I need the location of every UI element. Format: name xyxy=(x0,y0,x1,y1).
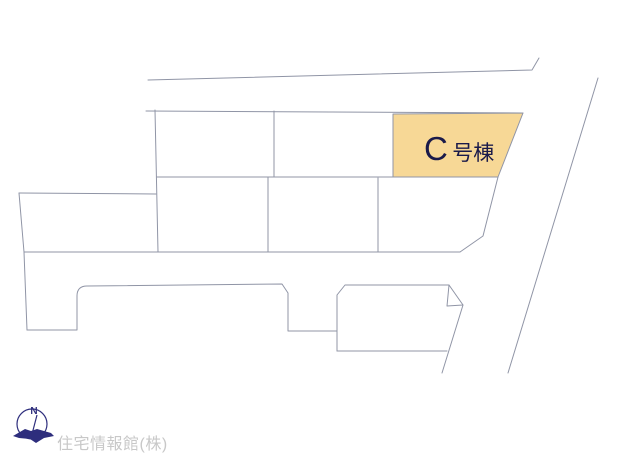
road-right-edge xyxy=(507,77,599,374)
building-right-edge xyxy=(441,304,464,374)
road-top-edge xyxy=(147,57,540,81)
compass-north-label: N xyxy=(30,406,37,417)
credit-text: 住宅情報館(株) xyxy=(57,435,168,453)
block-bottom-notch-edge xyxy=(26,283,338,332)
lot-c-label-main: C xyxy=(424,130,448,167)
lot-c-label-suffix: 号棟 xyxy=(452,142,494,165)
block-top-edge xyxy=(145,110,524,114)
compass-wing xyxy=(13,429,54,443)
block-left-outer-edge xyxy=(18,192,28,331)
left-lot-top-edge xyxy=(18,192,157,195)
row2-right-edge xyxy=(459,176,499,253)
building-corner-flap xyxy=(446,284,464,307)
compass: N xyxy=(13,406,54,443)
plan-linework xyxy=(18,57,599,374)
lot-c-label: C 号棟 xyxy=(424,130,494,167)
block-left-inner-edge xyxy=(154,109,159,253)
building-top-left-edge xyxy=(336,284,450,352)
